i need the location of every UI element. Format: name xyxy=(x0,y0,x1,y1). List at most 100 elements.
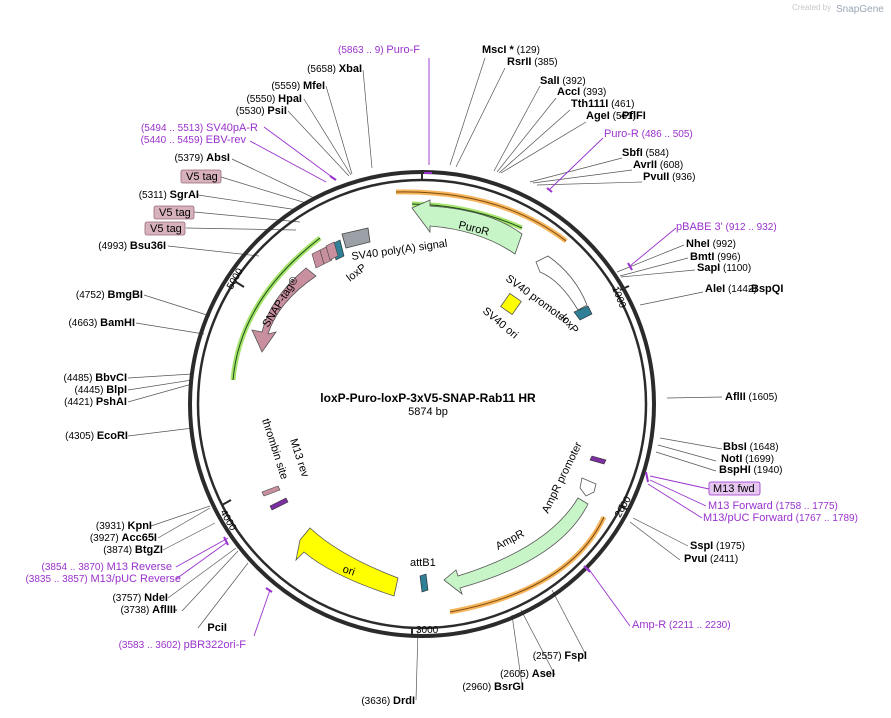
v5-tag-feature-3 xyxy=(325,241,339,261)
puror-feature xyxy=(411,199,523,255)
primer-pbabe3: pBABE 3' (912 .. 932) xyxy=(676,221,777,233)
enzyme-label: (5559) MfeI xyxy=(271,80,325,92)
enzyme-site-asei: (2605) AseI xyxy=(500,668,555,680)
plasmid-size: 5874 bp xyxy=(408,406,448,418)
enzyme-site-ndei: (3757) NdeI xyxy=(112,592,168,604)
enzyme-site-avrii: AvrII (608) xyxy=(633,159,683,171)
enzyme-site-bsphi: BspHI (1940) xyxy=(719,464,782,476)
primer-label: Amp-R (2211 .. 2230) xyxy=(632,619,731,631)
tag-boxes: V5 tag V5 tag V5 tag M13 fwd xyxy=(144,169,761,496)
enzyme-site-bmgbi: (4752) BmgBI xyxy=(76,289,143,301)
primer-puror: Puro-R (486 .. 505) xyxy=(604,128,693,140)
tick-marks xyxy=(221,170,630,637)
m13-fwd-feature xyxy=(589,455,607,465)
enzyme-label: (3874) BtgZI xyxy=(103,544,163,556)
loxp-left-label: loxP xyxy=(344,262,368,285)
enzyme-label: (3931) KpnI xyxy=(96,520,152,532)
thrombin-label: thrombin site xyxy=(259,417,290,481)
primer-pbr322orif: (3583 .. 3602) pBR322ori-F xyxy=(119,639,247,651)
enzyme-label: (5658) XbaI xyxy=(307,63,362,75)
primer-label: pBABE 3' (912 .. 932) xyxy=(676,221,777,233)
primer-label: (5863 .. 9) Puro-F xyxy=(338,44,420,56)
enzyme-label: (4445) BlpI xyxy=(75,384,127,396)
ampr-feature xyxy=(443,497,589,596)
enzyme-label: Tth111I (461) xyxy=(571,98,634,110)
sv40-ori-feature xyxy=(500,292,522,316)
thrombin-feature xyxy=(261,485,281,497)
enzyme-site-alei: AleI (1442) xyxy=(705,283,757,295)
enzyme-site-hpai: (5550) HpaI xyxy=(246,93,302,105)
primer-label: (3583 .. 3602) pBR322ori-F xyxy=(119,639,247,651)
created-by-label: Created by xyxy=(792,3,831,12)
primer-sv40par: (5494 .. 5513) SV40pA-R xyxy=(141,122,258,134)
enzyme-label: (4305) EcoRI xyxy=(65,430,128,442)
enzyme-site-xbai: (5658) XbaI xyxy=(307,63,362,75)
enzyme-site-sali: SalI (392) xyxy=(540,75,586,87)
enzyme-label: (2557) FspI xyxy=(533,650,587,662)
primer-ebvrev: (5440 .. 5459) EBV-rev xyxy=(141,134,247,146)
enzyme-label: BmtI (996) xyxy=(690,251,741,263)
primer-label: (5494 .. 5513) SV40pA-R xyxy=(141,122,258,134)
primer-purof: (5863 .. 9) Puro-F xyxy=(338,44,420,56)
ori-label: ori xyxy=(341,563,356,578)
enzyme-site-drdi: (3636) DrdI xyxy=(361,695,415,707)
enzyme-label: (2960) BsrGI xyxy=(462,681,524,693)
m13-rev-label: M13 rev xyxy=(287,437,311,479)
enzyme-label: AccI (393) xyxy=(557,86,606,98)
v5-tag-label-1: V5 tag xyxy=(186,171,218,183)
m13-fwd-label: M13 fwd xyxy=(713,483,755,495)
enzyme-site-tth111i: Tth111I (461) xyxy=(571,98,634,110)
v5-tag-box-2 xyxy=(153,205,195,220)
primer-ampr: Amp-R (2211 .. 2230) xyxy=(632,619,731,631)
enzyme-label: (5550) HpaI xyxy=(246,93,302,105)
m13-fwd-box xyxy=(708,481,761,496)
enzyme-site-aflii: AflII (1605) xyxy=(725,391,777,403)
enzyme-label: (4993) Bsu36I xyxy=(98,240,166,252)
enzyme-site-psii: (5530) PsiI xyxy=(236,105,287,117)
ampr-label: AmpR xyxy=(494,528,527,553)
sv40-promoter-feature xyxy=(535,255,588,311)
loxp-right-feature xyxy=(573,305,593,321)
enzyme-site-pshai: (4421) PshAI xyxy=(64,396,127,408)
primer-m13forward: M13 Forward (1758 .. 1775) xyxy=(708,500,838,512)
enzyme-label: (5379) AbsI xyxy=(174,152,230,164)
enzyme-site-sapi: SapI (1100) xyxy=(697,262,751,274)
ori-feature xyxy=(295,527,399,597)
enzyme-site-msci: MscI * (129) xyxy=(482,44,540,56)
enzyme-label: (4752) BmgBI xyxy=(76,289,143,301)
enzyme-site-bsrgi: (2960) BsrGI xyxy=(462,681,524,693)
enzyme-site-noti: NotI (1699) xyxy=(721,453,774,465)
enzyme-label: (5530) PsiI xyxy=(236,105,287,117)
enzyme-label: AgeI (561) xyxy=(586,110,636,122)
enzyme-labels: (5658) XbaI (5559) MfeI(5550) HpaI(5530) … xyxy=(64,44,784,707)
enzyme-label: PvuII (936) xyxy=(643,171,695,183)
plasmid-name: loxP-Puro-loxP-3xV5-SNAP-Rab11 HR xyxy=(320,391,536,405)
primer-m13pucreverse: (3835 .. 3857) M13/pUC Reverse xyxy=(25,573,181,585)
enzyme-site-btgzi: (3874) BtgZI xyxy=(103,544,163,556)
enzyme-label: PvuI (2411) xyxy=(684,553,738,565)
enzyme-label: (4485) BbvCI xyxy=(64,372,127,384)
enzyme-site-sspi: SspI (1975) xyxy=(690,540,745,552)
enzyme-label: (4421) PshAI xyxy=(64,396,127,408)
enzyme-label: SbfI (584) xyxy=(622,147,669,159)
primer-m13reverse: (3854 .. 3870) M13 Reverse xyxy=(42,561,172,573)
enzyme-label: AleI (1442) xyxy=(705,283,757,295)
primer-label: (5440 .. 5459) EBV-rev xyxy=(141,134,247,146)
sv40-polya-feature xyxy=(341,227,371,249)
primer-label: M13 Forward (1758 .. 1775) xyxy=(708,500,838,512)
enzyme-site-bamhi: (4663) BamHI xyxy=(68,317,135,329)
enzyme-site-pvuii: PvuII (936) xyxy=(643,171,695,183)
enzyme-site-nhei: NheI (992) xyxy=(686,238,736,250)
enzyme-site-fspi: (2557) FspI xyxy=(533,650,587,662)
enzyme-label: (3757) NdeI xyxy=(112,592,168,604)
enzyme-label: BspHI (1940) xyxy=(719,464,782,476)
v5-tag-box-1 xyxy=(180,169,222,184)
enzyme-label: (3738) AflIII xyxy=(120,604,176,616)
primer-m13pucforward: M13/pUC Forward (1767 .. 1789) xyxy=(703,512,858,524)
v5-tag-label-2: V5 tag xyxy=(159,207,191,219)
enzyme-label: NotI (1699) xyxy=(721,453,774,465)
primer-label: Puro-R (486 .. 505) xyxy=(604,128,693,140)
enzyme-label: BspQI xyxy=(751,283,783,295)
enzyme-site-acci: AccI (393) xyxy=(557,86,606,98)
